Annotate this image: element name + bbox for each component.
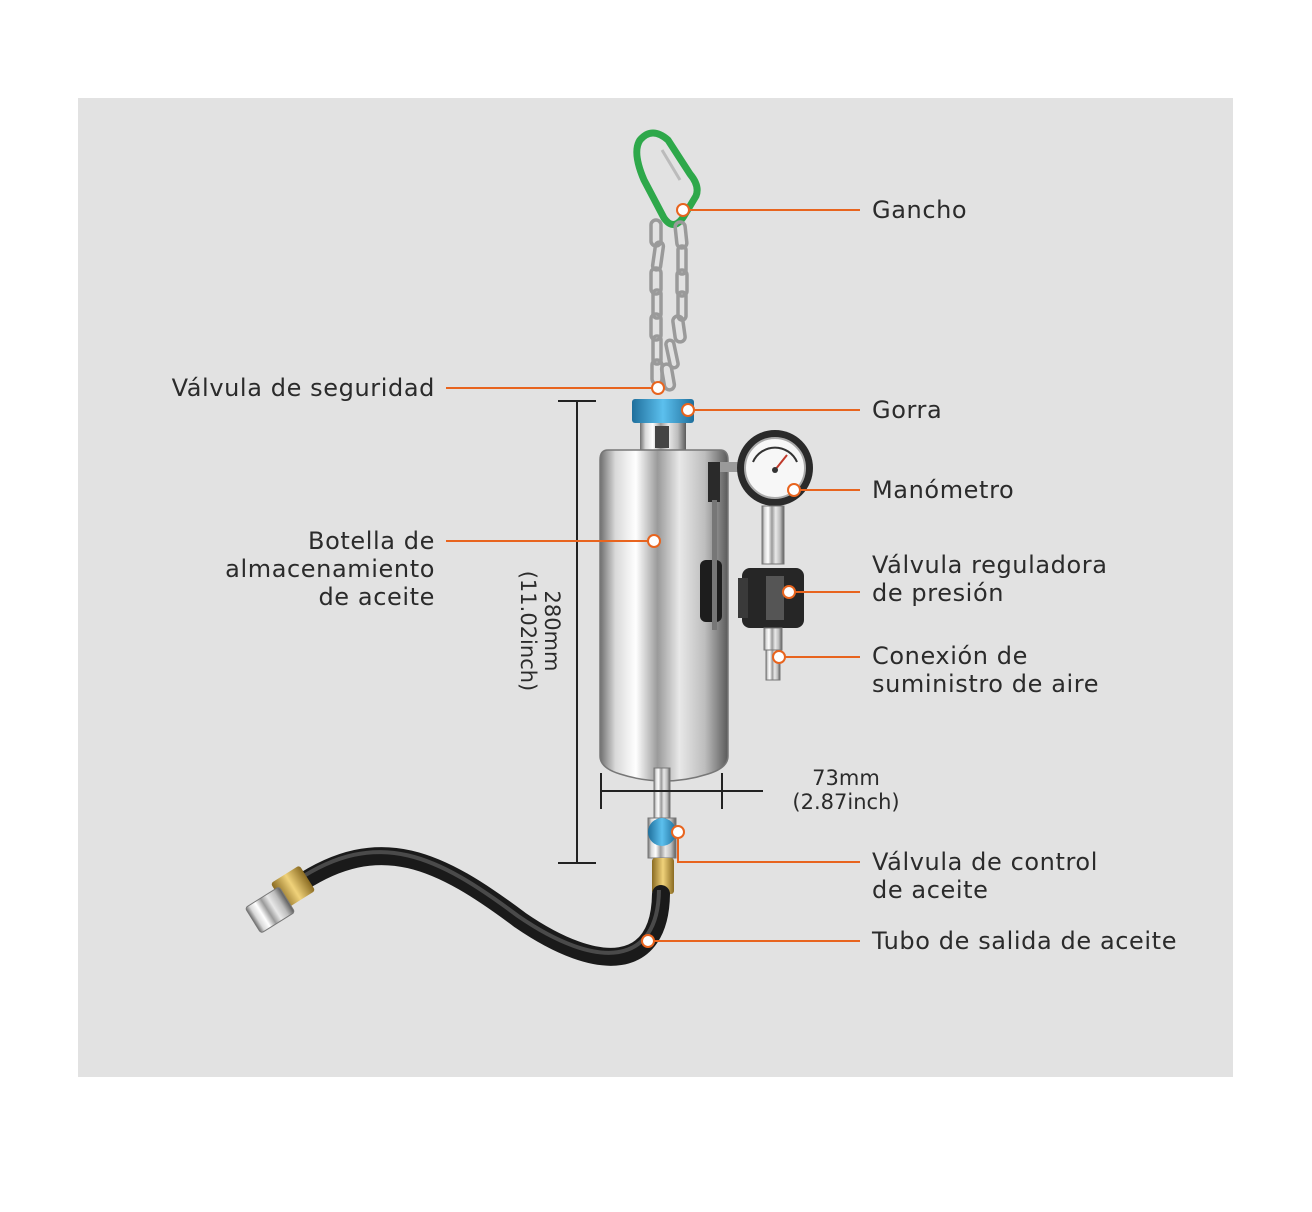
- label-manometro: Manómetro: [872, 476, 1015, 504]
- leader-lines: [446, 203, 860, 948]
- oil-hose-icon: [245, 847, 670, 966]
- pressure-regulator-icon: [738, 505, 804, 681]
- label-conexion-aire-line-2: suministro de aire: [872, 670, 1100, 698]
- height-dimension-text: 280mm (11.02inch): [516, 571, 564, 692]
- width-dimension-line: [600, 773, 763, 809]
- width-mm: 73mm: [812, 766, 880, 790]
- label-botella-line-2: almacenamiento: [225, 555, 435, 583]
- label-valvula-seguridad: Válvula de seguridad: [171, 374, 435, 402]
- height-inch: (11.02inch): [516, 570, 540, 692]
- width-dimension-text: 73mm (2.87inch): [782, 766, 910, 814]
- label-valvula-reguladora-line-1: Válvula reguladora: [872, 551, 1108, 579]
- label-valvula-reguladora-line-2: de presión: [872, 579, 1005, 607]
- bottle-icon: [599, 449, 729, 782]
- label-tubo-salida: Tubo de salida de aceite: [872, 927, 1178, 955]
- label-gorra: Gorra: [872, 396, 943, 424]
- width-inch: (2.87inch): [792, 790, 900, 814]
- height-mm: 280mm: [540, 590, 564, 672]
- cap-icon: [632, 399, 694, 451]
- label-conexion-aire-line-1: Conexión de: [872, 642, 1028, 670]
- oil-valve-icon: [647, 767, 677, 894]
- label-botella-line-1: Botella de: [308, 527, 435, 555]
- height-dimension-line: [558, 400, 596, 864]
- label-valvula-reguladora: Válvula reguladora de presión: [872, 551, 1108, 607]
- label-valvula-control-line-1: Válvula de control: [872, 848, 1098, 876]
- label-conexion-aire: Conexión de suministro de aire: [872, 642, 1099, 698]
- label-botella-line-3: de aceite: [318, 583, 435, 611]
- pressure-gauge-icon: [720, 430, 813, 506]
- label-gancho: Gancho: [872, 196, 968, 224]
- chain-icon: [649, 218, 689, 392]
- hook-icon: [633, 129, 701, 228]
- label-valvula-control: Válvula de control de aceite: [872, 848, 1098, 904]
- label-botella: Botella de almacenamiento de aceite: [225, 527, 435, 611]
- label-valvula-control-line-2: de aceite: [872, 876, 989, 904]
